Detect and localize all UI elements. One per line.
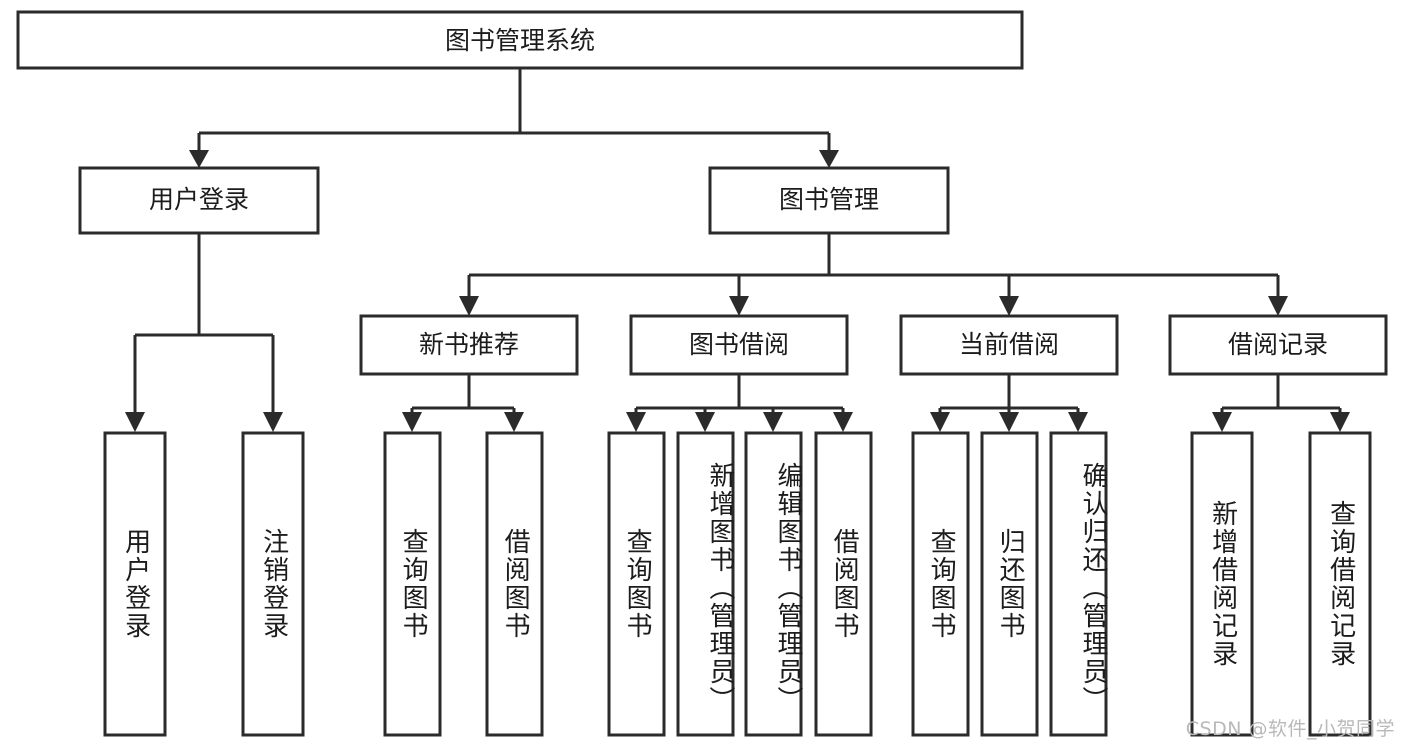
node-box-leaf-current-borrow-2[interactable]: [1049, 431, 1108, 737]
arrow-to-borrow-records: [1268, 296, 1288, 316]
arrow-current-borrow-leaf-1: [930, 412, 950, 432]
node-box-leaf-book-borrow-0[interactable]: [607, 431, 666, 737]
node-box-leaf-book-borrow-1[interactable]: [676, 431, 735, 737]
arrow-current-borrow-leaf-3: [1068, 412, 1088, 432]
arrow-book-borrow-leaf-3: [763, 412, 783, 432]
arrow-to-current-borrow: [999, 296, 1019, 316]
node-box-new-book-recommend[interactable]: [359, 314, 579, 376]
node-box-leaf-book-borrow-3[interactable]: [814, 431, 873, 737]
node-box-leaf-user-login-0[interactable]: [103, 431, 167, 737]
node-label-book-manage: 图书管理: [779, 185, 879, 214]
node-box-book-manage[interactable]: [708, 166, 950, 235]
node-label-root: 图书管理系统: [445, 26, 595, 55]
node-box-leaf-borrow-records-0[interactable]: [1190, 431, 1254, 737]
arrow-book-borrow-leaf-2: [695, 412, 715, 432]
arrow-book-borrow-leaf-1: [626, 412, 646, 432]
arrow-user-login-leaf-2: [263, 412, 283, 432]
node-box-current-borrow[interactable]: [899, 314, 1119, 376]
node-box-leaf-current-borrow-0[interactable]: [911, 431, 970, 737]
node-box-leaf-current-borrow-1[interactable]: [980, 431, 1039, 737]
node-box-borrow-records[interactable]: [1168, 314, 1388, 376]
node-box-root[interactable]: [16, 10, 1024, 70]
arrow-root-to-user-login: [189, 150, 209, 168]
arrow-root-to-book-manage: [819, 150, 839, 168]
node-box-leaf-book-borrow-2[interactable]: [744, 431, 803, 737]
arrow-new-book-leaf-2: [504, 412, 524, 432]
arrow-borrow-records-leaf-2: [1330, 412, 1350, 432]
arrow-new-book-leaf-1: [402, 412, 422, 432]
node-box-leaf-borrow-records-1[interactable]: [1308, 431, 1372, 737]
arrow-borrow-records-leaf-1: [1212, 412, 1232, 432]
node-label-new-book-recommend: 新书推荐: [419, 330, 519, 359]
node-label-book-borrow: 图书借阅: [689, 330, 789, 359]
node-label-user-login: 用户登录: [149, 185, 249, 214]
arrow-to-book-borrow: [729, 296, 749, 316]
arrow-current-borrow-leaf-2: [999, 412, 1019, 432]
arrow-to-new-book-recommend: [459, 296, 479, 316]
node-box-leaf-new-book-0[interactable]: [383, 431, 442, 737]
watermark-text: CSDN @软件_小贺同学: [1185, 718, 1395, 740]
node-layer: 图书管理系统 用户登录 图书管理 新书推荐 图书借阅 当前借阅 借阅记录: [16, 10, 1388, 737]
connector-layer: [125, 68, 1350, 432]
node-label-current-borrow: 当前借阅: [959, 330, 1059, 359]
arrow-book-borrow-leaf-4: [833, 412, 853, 432]
node-box-user-login[interactable]: [78, 166, 320, 235]
node-box-book-borrow[interactable]: [629, 314, 849, 376]
node-label-borrow-records: 借阅记录: [1228, 330, 1328, 359]
node-box-leaf-new-book-1[interactable]: [485, 431, 544, 737]
arrow-user-login-leaf-1: [125, 412, 145, 432]
node-box-leaf-user-login-1[interactable]: [241, 431, 305, 737]
